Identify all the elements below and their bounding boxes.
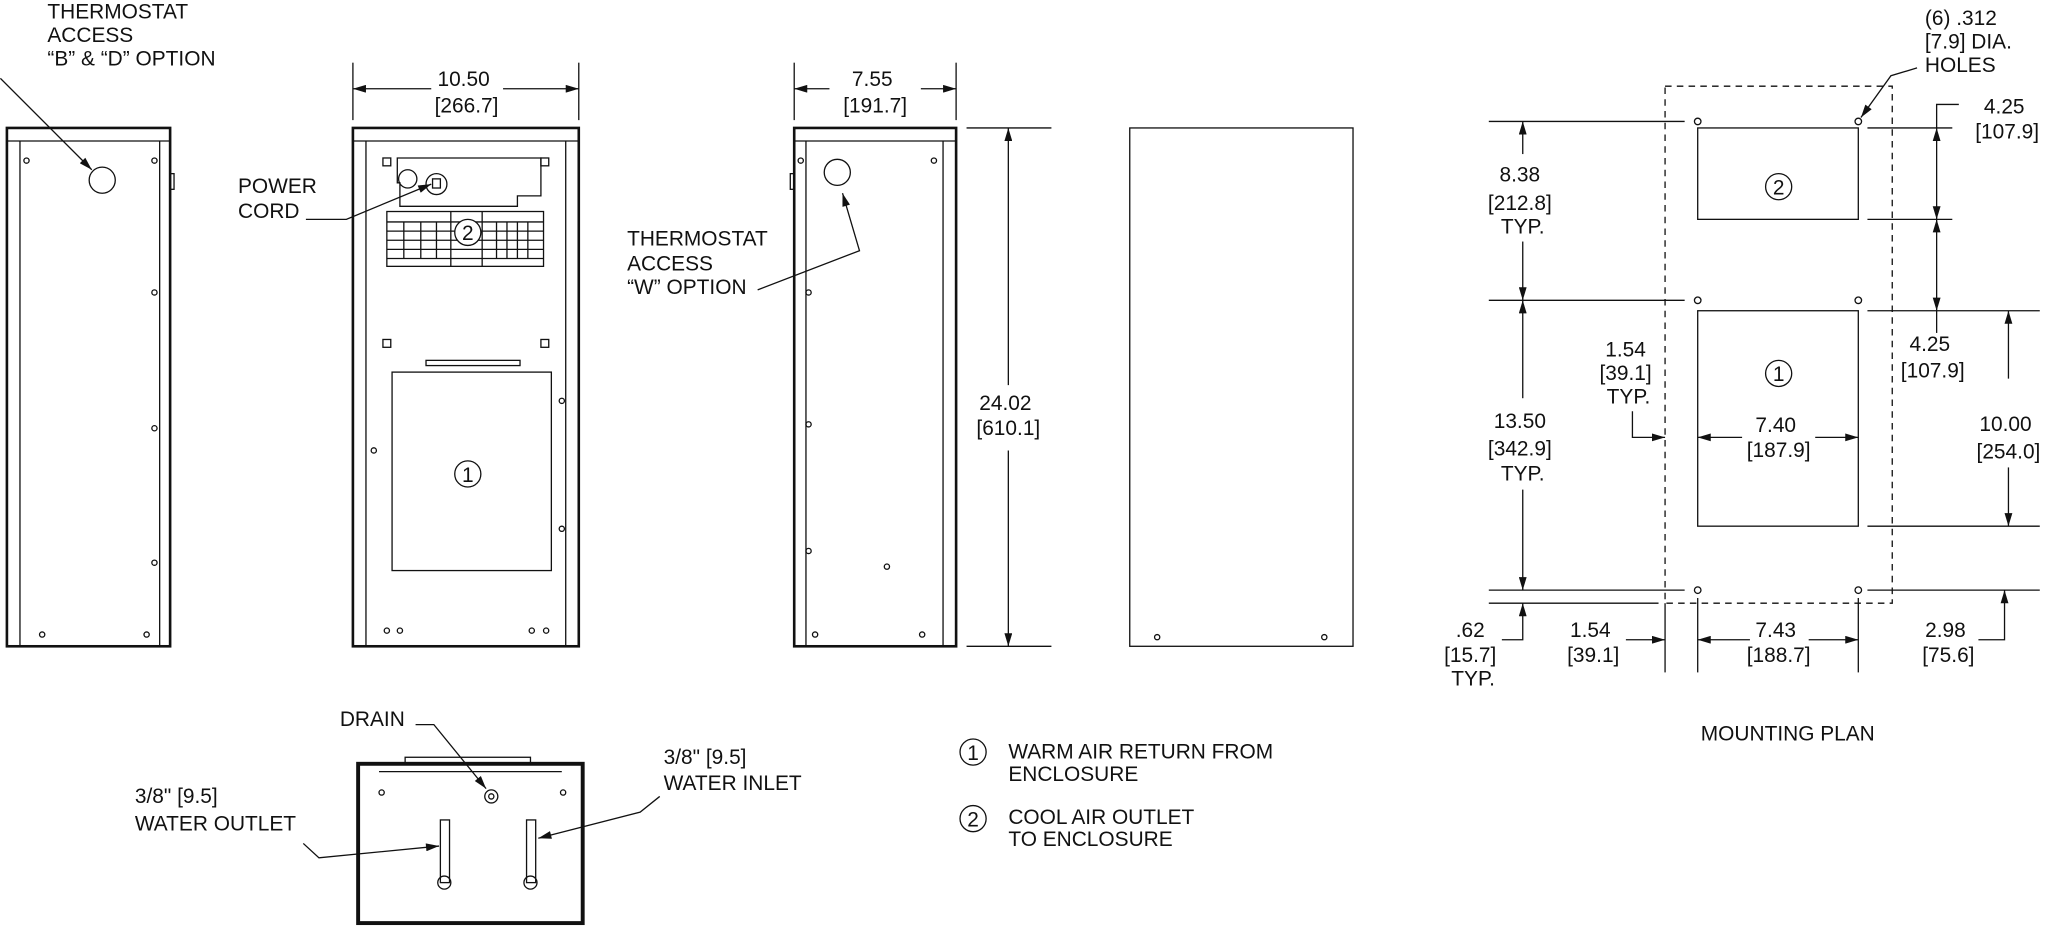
callout-1-plan: 1 [1773, 363, 1785, 386]
return-cutout [1697, 310, 1859, 527]
water-outlet-pipe [439, 819, 451, 884]
dim-1-54: 1.54 [39.1] [1567, 619, 1619, 667]
dim-0-62: .62 [15.7] TYP. [1444, 619, 1502, 690]
dim-8-38: 8.38 [212.8] TYP. [1488, 163, 1558, 238]
dim-4-25-top: 4.25 [107.9] [1975, 96, 2039, 144]
dim-10-00: 10.00 [254.0] [1977, 413, 2041, 463]
mounting-plan [1488, 67, 2040, 673]
dim-13-50: 13.50 [342.9] TYP. [1488, 410, 1558, 485]
water-inlet-label: 3/8" [9.5] WATER INLET [664, 746, 802, 795]
height-dimension: 24.02 [610.1] [976, 392, 1040, 440]
thermostat-access-hole [88, 166, 116, 194]
water-inlet-pipe [525, 819, 537, 884]
bottom-view [302, 723, 661, 926]
dim-4-25-mid: 4.25 [107.9] [1901, 333, 1965, 382]
water-outlet-label: 3/8" [9.5] WATER OUTLET [135, 785, 296, 835]
holes-label: (6) .312 [7.9] DIA. HOLES [1925, 7, 2018, 77]
dim-2-98: 2.98 [75.6] [1922, 619, 1974, 667]
depth-dimension: 7.55 [191.7] [843, 68, 907, 117]
dim-7-43: 7.43 [188.7] [1747, 619, 1811, 667]
return-air-opening [391, 371, 553, 572]
drain-label: DRAIN [340, 708, 405, 731]
thermostat-bd-label: THERMOSTAT ACCESS “B” & “D” OPTION [47, 0, 215, 70]
thermostat-w-label: THERMOSTAT ACCESS “W” OPTION [627, 227, 774, 298]
svg-text:1: 1 [967, 742, 979, 765]
dim-7-40: 7.40 [187.9] [1747, 414, 1811, 462]
svg-text:2: 2 [967, 808, 979, 831]
width-dimension: 10.50 [266.7] [435, 68, 499, 117]
left-side-view [0, 77, 175, 648]
dim-1-54-typ: 1.54 [39.1] TYP. [1599, 338, 1657, 408]
callout-2-front: 2 [462, 222, 474, 245]
back-view [1129, 127, 1354, 647]
callout-2-plan: 2 [1773, 177, 1785, 200]
drain-fitting [484, 789, 499, 804]
right-side-view [757, 62, 1052, 648]
mounting-plan-title: MOUNTING PLAN [1701, 722, 1875, 745]
power-cord-label: POWER CORD [238, 175, 323, 223]
front-view [305, 62, 581, 648]
outlet-cutout [1697, 127, 1859, 220]
callout-1-front: 1 [462, 464, 474, 487]
